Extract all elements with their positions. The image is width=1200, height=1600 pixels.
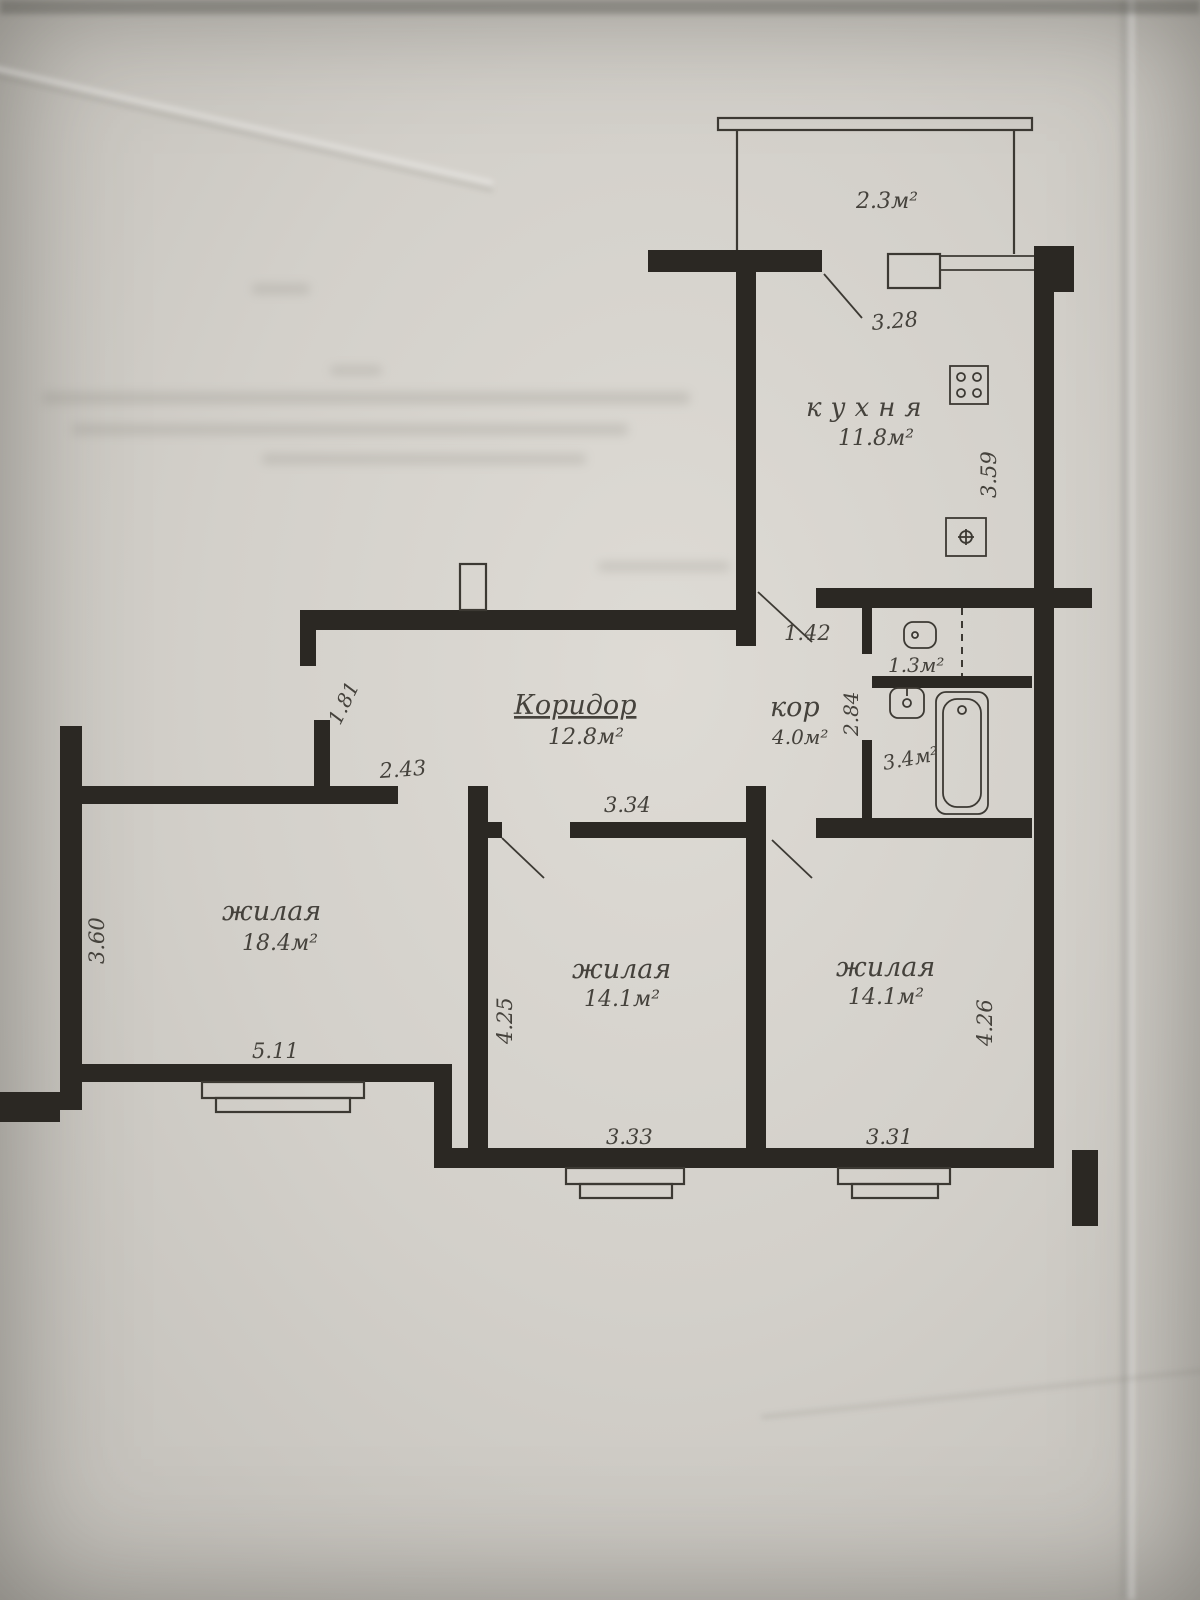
balcony-door-swing: [823, 273, 863, 319]
wc-area-label: 1.3м²: [888, 653, 944, 677]
wall-segment: [1034, 292, 1054, 1168]
kitchen-sink-icon: [945, 517, 987, 557]
wall-segment: [488, 822, 502, 838]
fixtures: [889, 365, 989, 815]
window-left-room: [200, 1080, 366, 1100]
dim-middle-top: 3.34: [604, 793, 651, 817]
dim-corridor-nook: 1.81: [323, 678, 364, 729]
window-left-room: [214, 1096, 352, 1114]
washbasin-icon: [889, 687, 925, 719]
balcony-outline: [716, 116, 1034, 254]
stove-icon: [949, 365, 989, 405]
windows: [200, 1080, 952, 1200]
middle-room-door-swing: [501, 837, 545, 879]
window-right-room: [850, 1182, 940, 1200]
wall-segment: [434, 1064, 452, 1168]
room-left-area-label: 18.4м²: [242, 931, 318, 956]
room-right-area-label: 14.1м²: [848, 985, 924, 1010]
right-room-door-swing: [771, 839, 813, 879]
dim-left-depth: 3.60: [85, 917, 109, 964]
wall-segment: [816, 818, 1032, 838]
wall-protrusion: [458, 562, 488, 612]
dim-kitchen-entry: 1.42: [784, 621, 831, 645]
dim-kitchen-depth: 3.59: [977, 451, 1001, 498]
dim-right-depth: 4.26: [973, 999, 997, 1047]
dim-left-width: 5.11: [252, 1039, 299, 1063]
hall-name-label: кор: [770, 692, 820, 723]
wall-segment: [300, 610, 736, 630]
wall-segment: [300, 630, 316, 666]
vent-niche: [886, 252, 942, 290]
kitchen-name-label: кухня: [806, 393, 931, 423]
wall-segment: [648, 250, 822, 272]
dim-corridor-top: 2.43: [378, 756, 427, 783]
wall-segment: [314, 720, 330, 788]
room-middle-area-label: 14.1м²: [584, 987, 660, 1012]
bathroom-area-label: 3.4м²: [881, 741, 941, 774]
wall-segment: [468, 786, 488, 1148]
dim-balcony-door: 3.28: [870, 307, 919, 335]
balcony-parapet: [716, 116, 1034, 132]
wall-segment: [862, 740, 872, 820]
bathtub-icon: [935, 691, 989, 815]
room-left-name-label: жилая: [222, 896, 321, 927]
dim-right-width: 3.31: [866, 1125, 913, 1149]
wall-segment: [872, 676, 1032, 688]
wall-segment: [82, 1064, 434, 1082]
window-right-room: [836, 1166, 952, 1186]
wall-segment: [82, 786, 398, 804]
walls: [0, 246, 1098, 1226]
wall-segment: [60, 726, 82, 1110]
labels: 2.3м² 3.28 кухня 11.8м² 3.59 1.42 1.3м² …: [85, 189, 1001, 1149]
room-right-name-label: жилая: [836, 952, 935, 983]
dim-middle-width: 3.33: [606, 1125, 653, 1149]
kitchen-area-label: 11.8м²: [838, 426, 914, 451]
window-middle-room: [578, 1182, 674, 1200]
door-swings: [501, 273, 963, 879]
wall-segment: [434, 1148, 1054, 1168]
wall-segment: [0, 1092, 60, 1122]
wall-segment: [1072, 1150, 1098, 1226]
wall-segment: [816, 588, 1092, 608]
wall-segment: [862, 608, 872, 654]
corridor-area-label: 12.8м²: [548, 725, 624, 750]
dim-wc-depth: 2.84: [839, 691, 863, 737]
balcony-area-label: 2.3м²: [855, 189, 918, 214]
kitchen-door-swing: [757, 591, 813, 643]
toilet-icon: [903, 621, 937, 649]
dim-middle-depth: 4.25: [493, 997, 517, 1045]
window-middle-room: [564, 1166, 686, 1186]
wall-segment: [736, 272, 756, 646]
wall-segment: [746, 786, 766, 1150]
corridor-name-label: Коридор: [513, 690, 636, 721]
hall-area-label: 4.0м²: [771, 725, 828, 749]
wall-segment: [570, 822, 746, 838]
wall-segment: [1034, 246, 1074, 292]
room-middle-name-label: жилая: [572, 954, 671, 985]
